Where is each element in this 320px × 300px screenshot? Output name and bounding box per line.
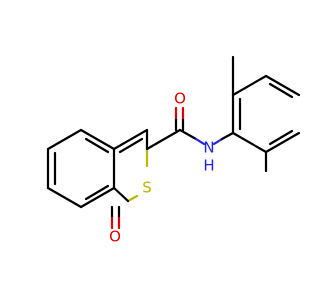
atom-label-hydrogen: H xyxy=(203,157,214,175)
bond xyxy=(112,128,149,151)
atom-label-oxygen-thio: O xyxy=(109,228,121,246)
bond xyxy=(79,128,116,151)
bond xyxy=(46,128,83,151)
bond xyxy=(126,194,139,203)
bond xyxy=(118,137,144,154)
bond xyxy=(84,137,110,154)
bond xyxy=(79,186,116,209)
bond xyxy=(145,128,182,151)
dimethylphenyl-ring xyxy=(231,74,300,154)
thiopyranone-ring xyxy=(110,128,149,230)
bond xyxy=(194,137,206,146)
atom-label-oxygen-amide: O xyxy=(174,90,186,108)
methyl-groups xyxy=(231,55,268,173)
bond xyxy=(112,186,130,203)
bond xyxy=(84,184,110,201)
benzene-ring xyxy=(46,128,116,209)
bond xyxy=(46,186,83,209)
bond xyxy=(264,131,300,154)
atom-label-sulfur: S xyxy=(142,179,152,197)
bond xyxy=(178,128,198,141)
bond xyxy=(231,74,268,97)
bond xyxy=(264,74,300,97)
molecule-canvas: O N H S O xyxy=(46,55,300,246)
bond xyxy=(268,82,294,99)
bond xyxy=(268,129,294,146)
atom-label-nitrogen: N xyxy=(203,139,214,157)
molecule-structure: O N H S O xyxy=(46,55,300,246)
bond xyxy=(212,137,224,146)
bond xyxy=(231,131,268,154)
bond xyxy=(220,131,235,141)
amide-group xyxy=(145,106,235,151)
